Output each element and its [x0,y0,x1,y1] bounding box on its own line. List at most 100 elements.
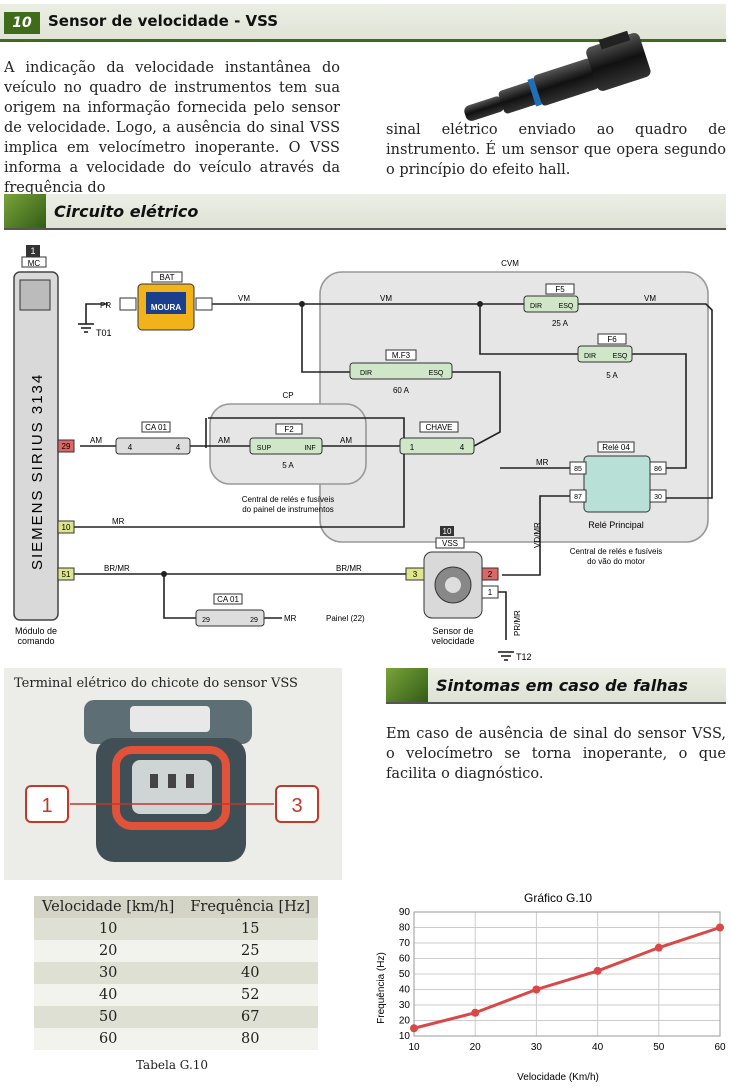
wire-prmr: PR/MR [513,610,522,636]
vss-label: VSS [442,539,458,548]
svg-text:29: 29 [202,617,210,624]
svg-text:2: 2 [488,570,493,579]
svg-text:1: 1 [410,443,415,452]
fuse-mf3-amp: 60 A [393,386,410,395]
svg-text:DIR: DIR [360,370,372,377]
cp-caption-2: do painel de instrumentos [242,505,334,514]
ground-t12: T12 [516,652,532,662]
cp-caption-1: Central de relés e fusíveis [242,495,335,504]
vss-caption-2: velocidade [431,636,474,646]
circuit-section-header: Circuito elétrico [4,194,726,230]
svg-text:INF: INF [304,445,315,452]
cvm-label: CVM [501,259,519,268]
cvm-caption-1: Central de relés e fusíveis [570,547,663,556]
y-tick-label: 90 [399,907,411,918]
svg-text:3: 3 [413,570,418,579]
pin-10: 10 [62,523,71,532]
rele04-label: Relé 04 [602,443,630,452]
svg-text:DIR: DIR [530,303,542,310]
ca01-label-2: CA 01 [217,595,239,604]
wire-am-1: AM [90,436,102,445]
symptoms-title: Sintomas em caso de falhas [436,676,688,695]
fuse-f2-amp: 5 A [282,461,294,470]
x-tick-label: 40 [592,1042,604,1053]
cp-label: CP [282,391,293,400]
symptoms-text: Em caso de ausência de sinal do sensor V… [386,726,726,782]
wire-vm-3: VM [644,294,656,303]
data-point [593,966,602,975]
y-tick-label: 80 [399,923,411,934]
wire-mr-10: MR [112,517,125,526]
x-tick-label: 20 [470,1042,482,1053]
series-line [413,926,721,1030]
sensor-photo [464,30,651,121]
wire-mr-painel: MR [284,614,297,623]
svg-text:85: 85 [574,466,582,473]
svg-text:ESQ: ESQ [429,370,444,377]
chart-title: Gráfico G.10 [524,891,592,905]
data-point [716,923,724,932]
data-point [532,985,541,994]
ecu-caption-1: Módulo de [15,626,57,636]
vss-number: 10 [443,527,452,536]
connector-illustration: 1 3 [25,700,319,862]
table-header-speed: Velocidade [km/h] [34,896,183,918]
chart-plot-area [413,911,721,1037]
wire-vm-1: VM [238,294,250,303]
pin-51: 51 [62,570,71,579]
pin-label-1: 1 [41,795,52,817]
ecu-caption-2: comando [17,636,54,646]
ca01-label-1: CA 01 [145,423,167,432]
pin-label-3: 3 [291,795,302,817]
cvm-caption-2: do vão do motor [587,557,645,566]
section-header: 10 Sensor de velocidade - VSS [0,4,726,42]
svg-text:87: 87 [574,494,582,501]
connector-panel: Terminal elétrico do chicote do sensor V… [4,668,342,880]
section-number: 10 [4,12,40,34]
svg-text:4: 4 [128,443,133,452]
symptoms-section-header: Sintomas em caso de falhas [386,668,726,704]
circuit-title: Circuito elétrico [54,202,199,221]
x-tick-label: 30 [531,1042,543,1053]
wire-mr-rele: MR [536,458,549,467]
svg-text:29: 29 [250,617,258,624]
data-point [654,943,663,952]
frequency-chart: Gráfico G.10 Velocidade (Km/h) Frequênci… [376,891,726,1083]
y-tick-label: 20 [399,1016,411,1027]
wiring-diagram: 1 MC SIEMENS SIRIUS 3134 Módulo de coman… [13,245,713,662]
mc-label: MC [28,259,41,268]
x-tick-label: 60 [714,1042,726,1053]
svg-text:1: 1 [488,588,493,597]
wire-vdmr: VD/MR [533,522,542,548]
fuse-f5-label: F5 [555,285,565,294]
fuse-f5-amp: 25 A [552,319,569,328]
wire-am-2: AM [218,436,230,445]
intro-paragraph-right: sinal elétrico enviado ao quadro de inst… [386,122,726,178]
y-tick-label: 70 [399,938,411,949]
chart-ylabel: Frequência (Hz) [376,952,387,1024]
data-point [471,1008,480,1017]
svg-text:86: 86 [654,466,662,473]
svg-text:SUP: SUP [257,445,272,452]
data-point [410,1024,418,1033]
pin-29: 29 [62,442,71,451]
fuse-mf3-label: M.F3 [392,351,411,360]
wire-pr: PR [100,301,111,310]
bat-brand: MOURA [151,303,181,312]
wire-brmr-2: BR/MR [336,564,362,573]
table-header-frequency: Frequência [Hz] [182,896,319,918]
table-caption: Tabela G.10 [135,1058,209,1072]
section-title: Sensor de velocidade - VSS [48,12,279,30]
svg-text:4: 4 [176,443,181,452]
fuse-f6-amp: 5 A [606,371,618,380]
y-tick-label: 30 [399,1000,411,1011]
bat-label: BAT [160,273,175,282]
chave-label: CHAVE [426,423,453,432]
vss-caption-1: Sensor de [432,626,473,636]
